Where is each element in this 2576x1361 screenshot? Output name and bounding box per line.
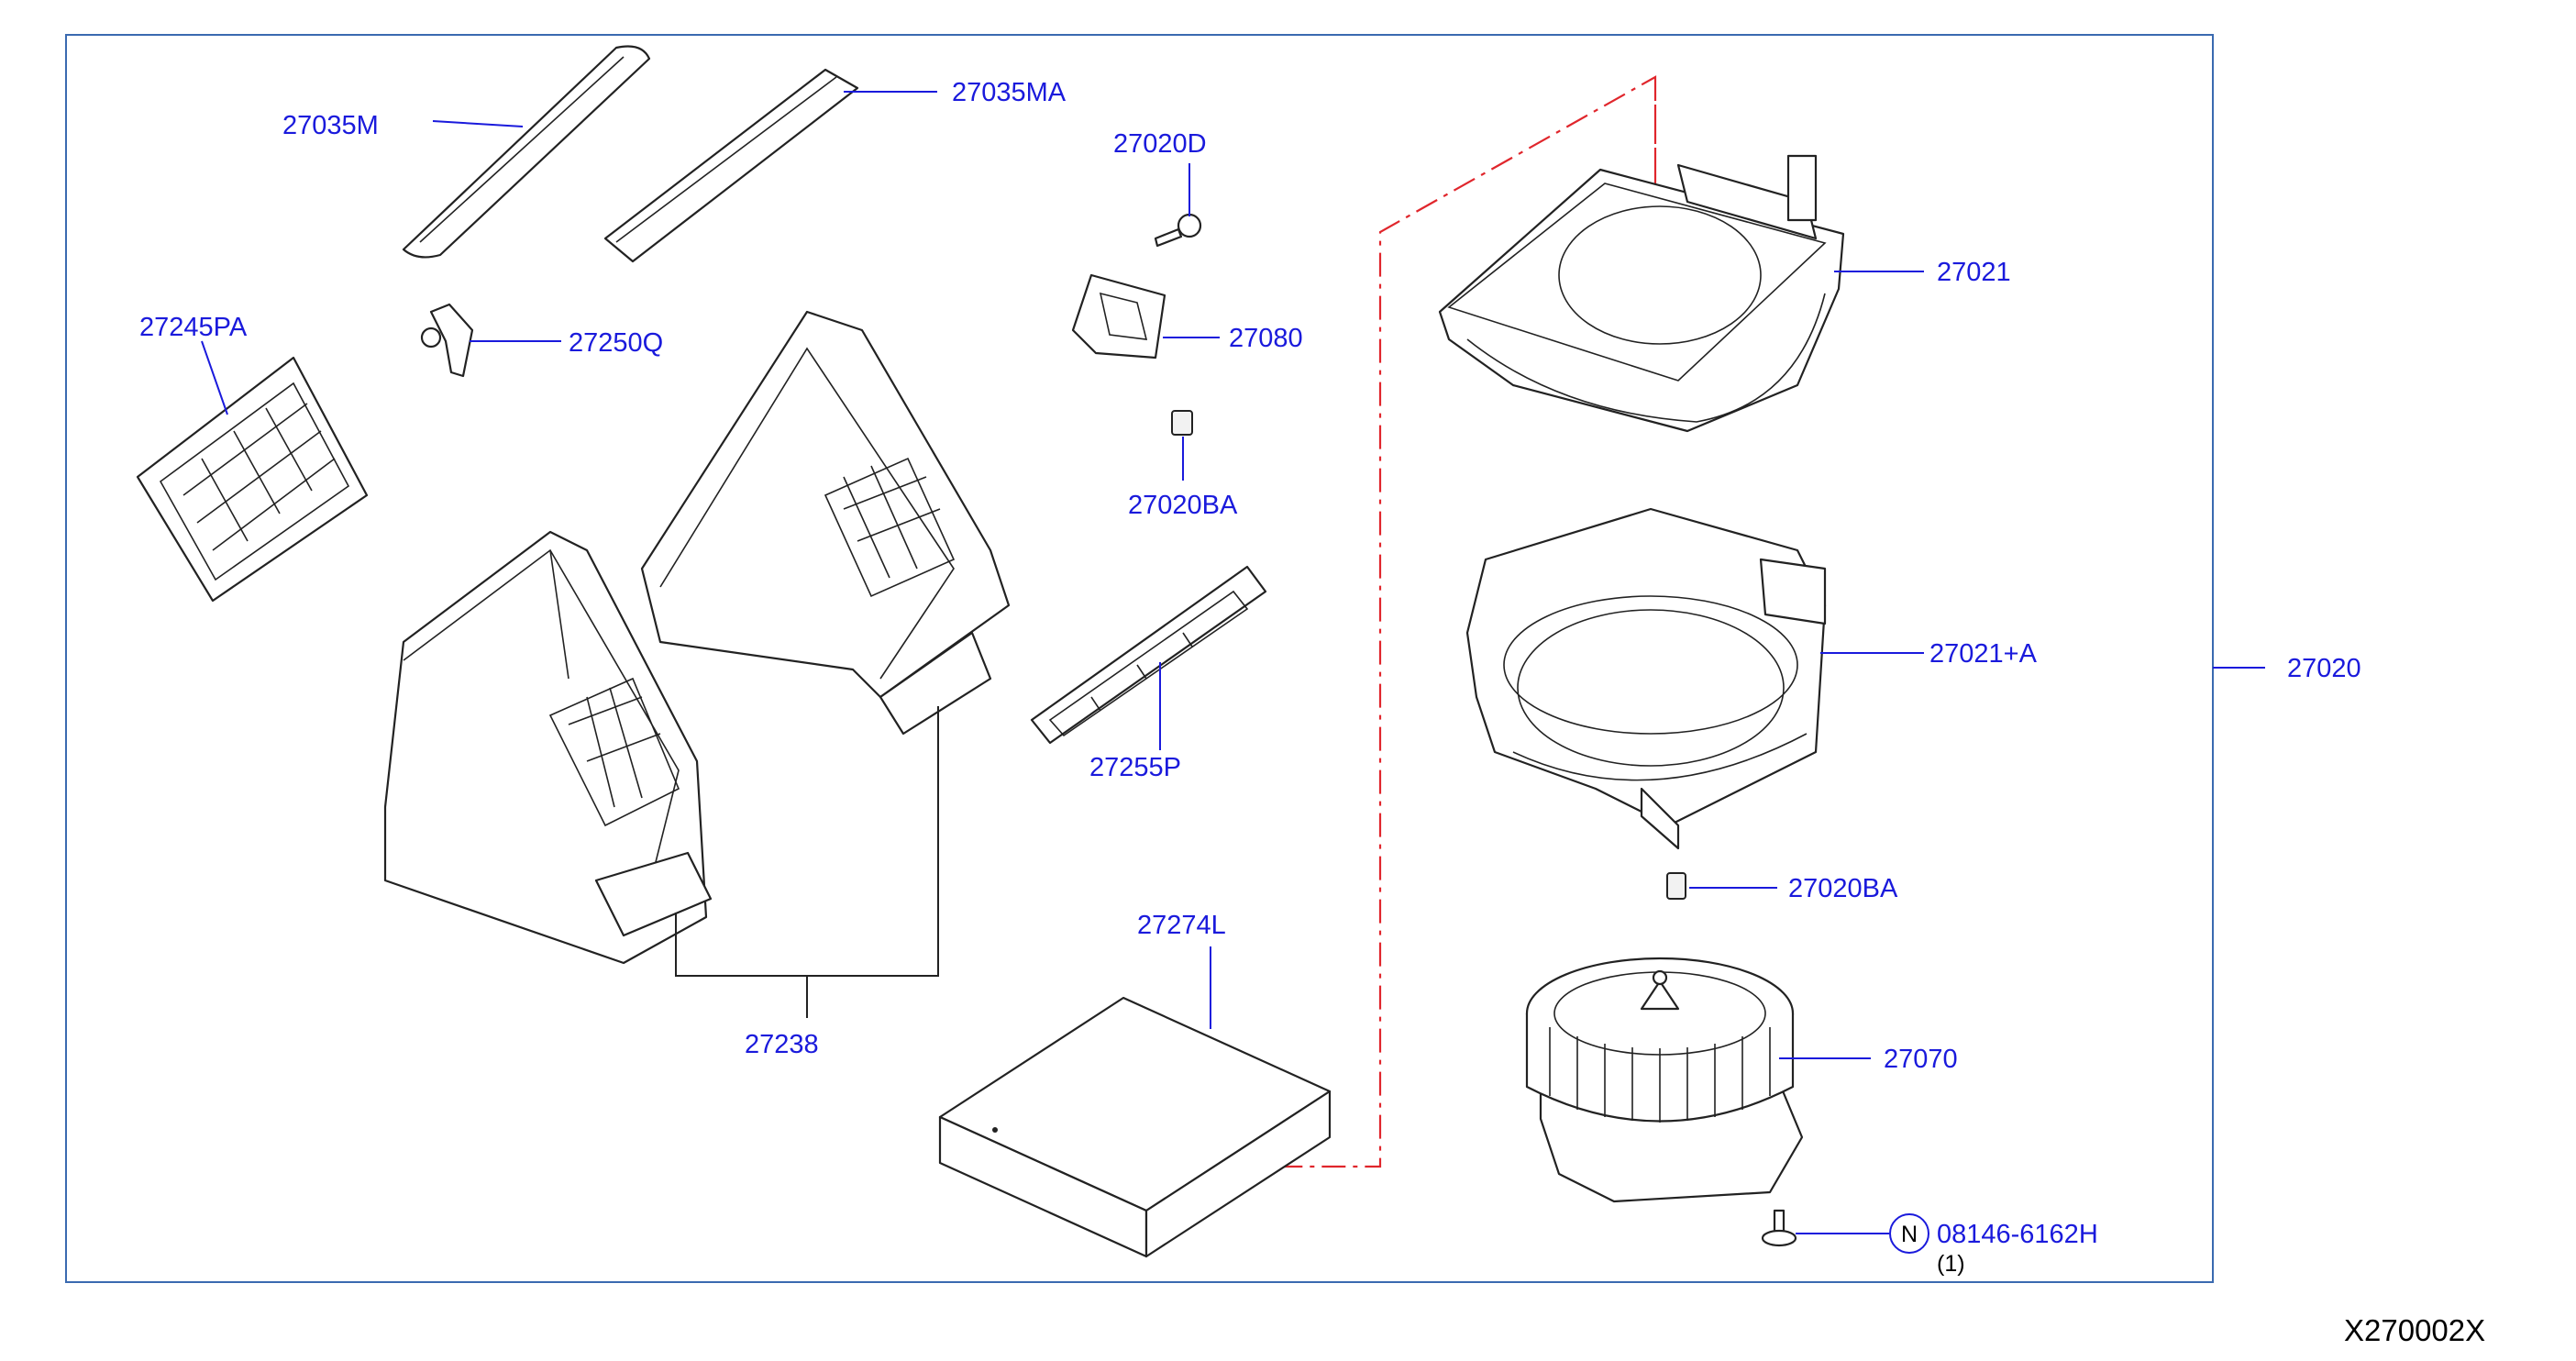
- housing-27238-upper: [640, 310, 1011, 736]
- leader-27245PA: [201, 340, 228, 415]
- label-27274L: 27274L: [1137, 911, 1226, 940]
- blower-case-27021A: [1465, 507, 1827, 850]
- diagram-frame: [65, 34, 2214, 1283]
- label-27080: 27080: [1229, 324, 1303, 353]
- label-27255P: 27255P: [1089, 753, 1181, 782]
- label-27020BA-top: 27020BA: [1128, 491, 1238, 520]
- label-27070: 27070: [1884, 1045, 1958, 1074]
- label-27020: 27020: [2287, 654, 2361, 683]
- label-27250Q: 27250Q: [569, 328, 663, 358]
- clip-27020BA-bottom: [1666, 872, 1686, 900]
- label-27020D: 27020D: [1113, 129, 1207, 159]
- seal-strip-27035M: [402, 45, 651, 259]
- screw-08146-6162H: [1761, 1209, 1797, 1247]
- cabin-filter-27274L: [938, 996, 1332, 1258]
- leader-27035M: [432, 120, 524, 127]
- label-27021: 27021: [1937, 258, 2011, 287]
- label-quantity: (1): [1937, 1251, 1965, 1277]
- label-08146-6162H: 08146-6162H: [1937, 1220, 2098, 1249]
- label-27021A: 27021+A: [1929, 639, 2038, 669]
- label-27245PA: 27245PA: [139, 313, 248, 342]
- filter-27245PA: [136, 356, 369, 603]
- n-marker-circle: [1889, 1213, 1929, 1254]
- blower-case-27021: [1438, 154, 1845, 433]
- diagram-code: X270002X: [2344, 1313, 2485, 1347]
- label-27035MA: 27035MA: [952, 78, 1067, 107]
- blower-motor-27070: [1525, 957, 1804, 1203]
- clip-27020BA-top: [1171, 410, 1193, 436]
- bracket-27238: [675, 706, 939, 977]
- housing-27238-lower: [383, 530, 713, 965]
- seal-strip-27035MA: [603, 68, 859, 263]
- clip-27250Q: [420, 303, 474, 378]
- label-27238: 27238: [745, 1030, 819, 1059]
- actuator-27080: [1071, 273, 1166, 360]
- n-marker: N: [1901, 1222, 1918, 1247]
- filter-strip-27255P: [1030, 565, 1267, 745]
- label-27020BA-bottom: 27020BA: [1788, 874, 1898, 903]
- screw-27020D: [1154, 213, 1202, 248]
- label-27035M: 27035M: [282, 111, 379, 140]
